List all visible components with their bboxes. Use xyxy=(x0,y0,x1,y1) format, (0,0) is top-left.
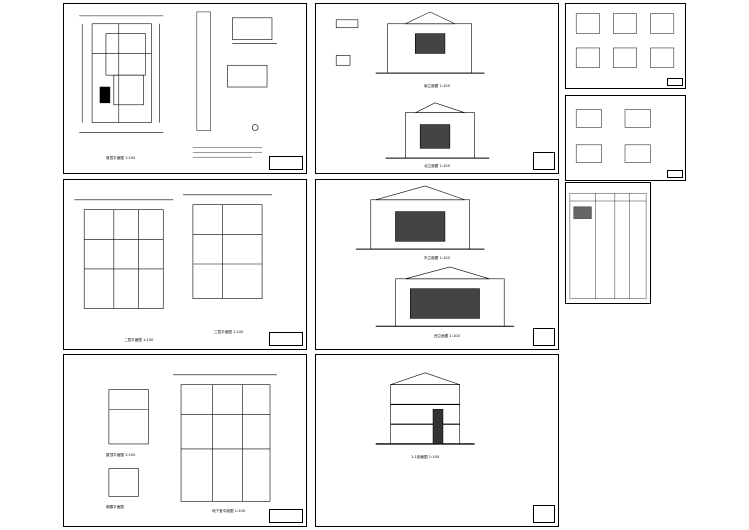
sheet-caption: 西立面图 1:100 xyxy=(434,334,460,338)
drawing-sheet-details-a[interactable] xyxy=(565,3,686,89)
drawing-sheet-second-third-floor-plan[interactable]: 二层平面图 1:100 三层平面图 1:100 xyxy=(63,179,307,350)
title-block xyxy=(269,332,303,346)
sheet-caption: 屋顶平面图 1:100 xyxy=(106,453,136,457)
sheet-caption: 阁楼平面图 xyxy=(106,505,124,509)
title-block xyxy=(533,328,555,346)
title-block xyxy=(269,156,303,170)
drawing-sheet-schedule[interactable] xyxy=(565,182,651,304)
drawing-sheet-south-north-elevation[interactable]: 南立面图 1:100 北立面图 1:100 xyxy=(315,3,559,174)
details-drawing xyxy=(575,109,651,163)
title-block xyxy=(667,78,683,86)
sheet-caption: 东立面图 1:100 xyxy=(424,256,450,260)
elevation-drawing xyxy=(355,185,515,327)
drawing-sheet-east-west-elevation[interactable]: 东立面图 1:100 西立面图 1:100 xyxy=(315,179,559,350)
sheet-caption: 1-1剖面图 1:100 xyxy=(411,455,440,459)
drawing-sheet-details-b[interactable] xyxy=(565,95,686,181)
first-floor-plan-drawing xyxy=(79,11,277,158)
sheet-caption: 二层平面图 1:100 xyxy=(124,338,154,342)
sheet-caption: 地下室平面图 1:100 xyxy=(212,509,246,513)
title-block xyxy=(269,509,303,523)
drawing-sheet-first-floor-plan[interactable]: 首层平面图 1:100 xyxy=(63,3,307,174)
section-drawing xyxy=(375,372,475,445)
sheet-caption: 三层平面图 1:100 xyxy=(214,330,244,334)
title-block xyxy=(533,505,555,523)
sheet-caption: 南立面图 1:100 xyxy=(424,84,450,88)
drawing-sheet-section[interactable]: 1-1剖面图 1:100 xyxy=(315,354,559,527)
drawing-sheet-roof-basement-plan[interactable]: 屋顶平面图 1:100 阁楼平面图 地下室平面图 1:100 xyxy=(63,354,307,527)
schedule-table-drawing xyxy=(569,192,647,299)
plans-drawing xyxy=(108,374,277,502)
elevation-drawing xyxy=(335,11,490,159)
floor-plans-drawing xyxy=(74,194,272,309)
sheet-caption: 首层平面图 1:100 xyxy=(106,156,136,160)
title-block xyxy=(667,170,683,178)
details-drawing xyxy=(575,13,675,68)
sheet-caption: 北立面图 1:100 xyxy=(424,164,450,168)
title-block xyxy=(533,152,555,170)
